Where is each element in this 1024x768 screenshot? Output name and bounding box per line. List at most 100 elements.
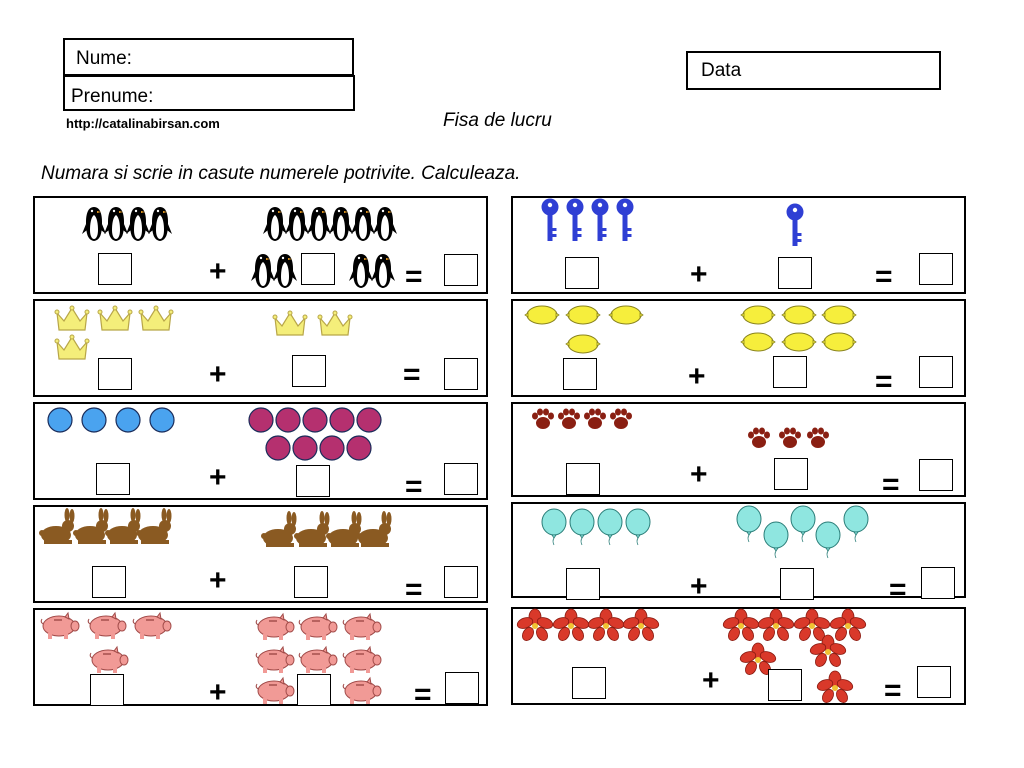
magenta-circle-icon: [356, 407, 382, 433]
second-count-answer-box[interactable]: [774, 458, 808, 490]
sum-answer-box[interactable]: [445, 672, 479, 704]
rabbit-icon: [136, 508, 172, 544]
second-count-answer-box[interactable]: [297, 674, 331, 706]
first-count-answer-box[interactable]: [92, 566, 126, 598]
first-count-answer-box[interactable]: [566, 463, 600, 495]
hibiscus-flower-icon: [739, 642, 777, 675]
balloon-icon: [763, 521, 789, 559]
second-count-answer-box[interactable]: [292, 355, 326, 387]
second-count-answer-box[interactable]: [780, 568, 814, 600]
instruction-text: Numara si scrie in casute numerele potri…: [41, 163, 521, 184]
pig-icon: [342, 612, 382, 640]
paw-print-icon: [807, 427, 829, 448]
crown-icon: [138, 305, 174, 331]
sum-answer-box[interactable]: [919, 253, 953, 285]
second-count-answer-box[interactable]: [294, 566, 328, 598]
paw-print-icon: [748, 427, 770, 448]
balloon-icon: [541, 508, 567, 546]
balloon-icon: [597, 508, 623, 546]
first-count-answer-box[interactable]: [572, 667, 606, 699]
plus-sign: +: [688, 360, 706, 393]
lemon-icon: [821, 305, 857, 325]
equals-sign: =: [405, 470, 423, 503]
magenta-circle-icon: [265, 435, 291, 461]
equals-sign: =: [403, 358, 421, 391]
sum-answer-box[interactable]: [444, 566, 478, 598]
pig-icon: [342, 676, 382, 704]
plus-sign: +: [702, 664, 720, 697]
surname-label: Prenume:: [71, 86, 154, 107]
lemon-icon: [740, 332, 776, 352]
plus-sign: +: [209, 676, 227, 709]
first-count-answer-box[interactable]: [565, 257, 599, 289]
magenta-circle-icon: [275, 407, 301, 433]
penguin-icon: [273, 254, 297, 288]
crown-icon: [54, 305, 90, 331]
blue-circle-icon: [47, 407, 73, 433]
blue-circle-icon: [115, 407, 141, 433]
penguin-icon: [148, 207, 172, 241]
hibiscus-flower-icon: [516, 608, 554, 641]
plus-sign: +: [690, 458, 708, 491]
crown-icon: [317, 310, 353, 336]
sum-answer-box[interactable]: [444, 463, 478, 495]
paw-print-icon: [558, 408, 580, 429]
paw-print-icon: [532, 408, 554, 429]
paw-print-icon: [584, 408, 606, 429]
balloon-icon: [625, 508, 651, 546]
equals-sign: =: [405, 260, 423, 293]
key-icon: [566, 198, 584, 241]
balloon-icon: [843, 505, 869, 543]
name-label: Nume:: [76, 48, 132, 69]
penguin-icon: [373, 207, 397, 241]
second-count-answer-box[interactable]: [301, 253, 335, 285]
lemon-icon: [565, 305, 601, 325]
equals-sign: =: [875, 365, 893, 398]
penguin-icon: [349, 254, 373, 288]
sum-answer-box[interactable]: [921, 567, 955, 599]
rabbit-icon: [326, 511, 362, 547]
second-count-answer-box[interactable]: [773, 356, 807, 388]
hibiscus-flower-icon: [809, 634, 847, 667]
sum-answer-box[interactable]: [444, 254, 478, 286]
equals-sign: =: [875, 260, 893, 293]
first-count-answer-box[interactable]: [566, 568, 600, 600]
first-count-answer-box[interactable]: [96, 463, 130, 495]
second-count-answer-box[interactable]: [296, 465, 330, 497]
first-count-answer-box[interactable]: [90, 674, 124, 706]
second-count-answer-box[interactable]: [768, 669, 802, 701]
sum-answer-box[interactable]: [917, 666, 951, 698]
second-count-answer-box[interactable]: [778, 257, 812, 289]
penguin-icon: [329, 207, 353, 241]
rabbit-icon: [356, 511, 392, 547]
hibiscus-flower-icon: [816, 670, 854, 703]
plus-sign: +: [209, 358, 227, 391]
penguin-icon: [251, 254, 275, 288]
rabbit-icon: [294, 511, 330, 547]
penguin-icon: [371, 254, 395, 288]
key-icon: [616, 198, 634, 241]
plus-sign: +: [690, 570, 708, 603]
lemon-icon: [565, 334, 601, 354]
plus-sign: +: [209, 461, 227, 494]
pig-icon: [342, 645, 382, 673]
website-link[interactable]: http://catalinabirsan.com: [66, 116, 220, 131]
first-count-answer-box[interactable]: [563, 358, 597, 390]
surname-field-box[interactable]: [63, 75, 355, 111]
rabbit-icon: [39, 508, 75, 544]
magenta-circle-icon: [302, 407, 328, 433]
date-field-box[interactable]: [686, 51, 941, 90]
hibiscus-flower-icon: [757, 608, 795, 641]
pig-icon: [255, 676, 295, 704]
magenta-circle-icon: [346, 435, 372, 461]
sum-answer-box[interactable]: [919, 356, 953, 388]
key-icon: [541, 198, 559, 241]
first-count-answer-box[interactable]: [98, 253, 132, 285]
sum-answer-box[interactable]: [919, 459, 953, 491]
sum-answer-box[interactable]: [444, 358, 478, 390]
equals-sign: =: [405, 573, 423, 606]
hibiscus-flower-icon: [622, 608, 660, 641]
penguin-icon: [104, 207, 128, 241]
pig-icon: [298, 645, 338, 673]
first-count-answer-box[interactable]: [98, 358, 132, 390]
